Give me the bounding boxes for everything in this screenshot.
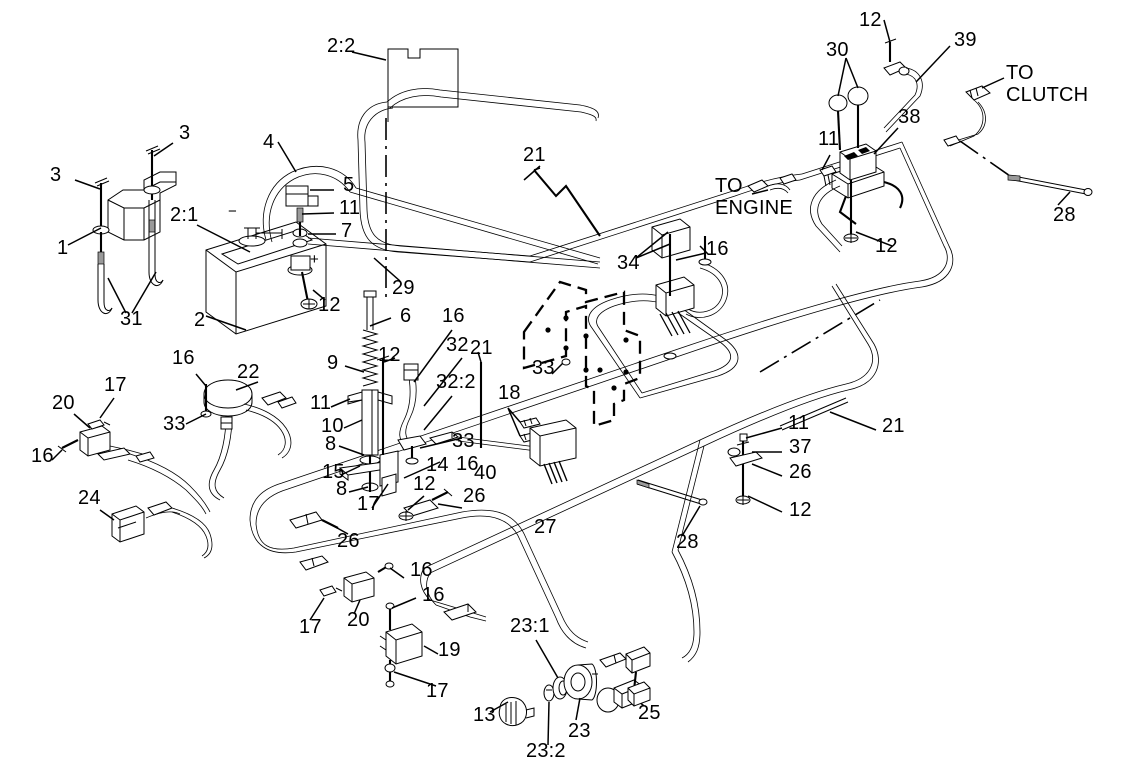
relay-20-lower bbox=[309, 562, 405, 621]
callout-2: 2 bbox=[194, 309, 206, 331]
callout-14: 14 bbox=[426, 454, 449, 476]
leader-21-center bbox=[533, 167, 601, 237]
callout-12-switch: 12 bbox=[875, 235, 898, 257]
callout-12-top: 12 bbox=[859, 9, 882, 31]
callout-28-upper: 28 bbox=[1053, 204, 1076, 226]
callout-29: 29 bbox=[392, 277, 415, 299]
callout-8-upper: 8 bbox=[325, 433, 337, 455]
tag-2-2 bbox=[351, 48, 459, 300]
callout-12-solenoid: 12 bbox=[378, 344, 401, 366]
callout-17-relay20: 17 bbox=[299, 616, 322, 638]
relays-34 bbox=[635, 218, 712, 360]
callout-16-relay20: 16 bbox=[410, 559, 433, 581]
callout-17-solenoid: 17 bbox=[357, 493, 380, 515]
callout-to-engine: TO ENGINE bbox=[715, 175, 793, 220]
callout-16-14: 16 bbox=[456, 453, 479, 475]
callout-7: 7 bbox=[341, 220, 353, 242]
right-clamp-group bbox=[727, 299, 881, 513]
callout-23: 23 bbox=[568, 720, 591, 742]
relay-20-left bbox=[51, 397, 211, 515]
callout-12-right: 12 bbox=[789, 499, 812, 521]
callout-32-2: 32:2 bbox=[436, 371, 476, 393]
callout-33-switch22: 33 bbox=[163, 413, 186, 435]
callout-19: 19 bbox=[438, 639, 461, 661]
battery-group: − + bbox=[196, 141, 601, 335]
callout-12-battery: 12 bbox=[318, 294, 341, 316]
harness-branch-32 bbox=[397, 329, 561, 465]
callout-21-right: 21 bbox=[882, 415, 905, 437]
switch-block-38 bbox=[810, 19, 951, 253]
callout-11-switch: 11 bbox=[818, 128, 840, 150]
callout-11-solenoid: 11 bbox=[310, 392, 332, 414]
callout-21-upper: 21 bbox=[523, 144, 546, 166]
connector-24 bbox=[99, 501, 213, 559]
callout-16-switch22: 16 bbox=[172, 347, 195, 369]
callout-23-2: 23:2 bbox=[526, 740, 566, 762]
callout-3-right: 3 bbox=[179, 122, 191, 144]
mounting-plate-dashed bbox=[522, 280, 642, 428]
switch-22-group bbox=[185, 373, 297, 501]
callout-13: 13 bbox=[473, 704, 496, 726]
callout-12-clamp: 12 bbox=[413, 473, 436, 495]
callout-27: 27 bbox=[534, 516, 557, 538]
callout-26-center: 26 bbox=[463, 485, 486, 507]
callout-to-clutch: TO CLUTCH bbox=[1006, 62, 1089, 107]
callout-2-1: 2:1 bbox=[170, 204, 199, 226]
callout-26-left: 26 bbox=[337, 530, 360, 552]
callout-22: 22 bbox=[237, 361, 260, 383]
callout-37: 37 bbox=[789, 436, 812, 458]
callout-28-lower: 28 bbox=[676, 531, 699, 553]
switch-parts-bottom bbox=[489, 639, 651, 746]
callout-40: 40 bbox=[474, 462, 497, 484]
battery-holddown-group bbox=[67, 142, 177, 315]
callout-9: 9 bbox=[327, 352, 339, 374]
svg-text:−: − bbox=[228, 203, 237, 220]
callout-26-right: 26 bbox=[789, 461, 812, 483]
svg-text:+: + bbox=[310, 251, 319, 268]
callout-25: 25 bbox=[638, 702, 661, 724]
callout-18: 18 bbox=[498, 382, 521, 404]
callout-6: 6 bbox=[400, 305, 412, 327]
callout-5: 5 bbox=[343, 174, 355, 196]
callout-23-1: 23:1 bbox=[510, 615, 550, 637]
callout-24: 24 bbox=[78, 487, 101, 509]
callout-21-mid: 21 bbox=[470, 337, 493, 359]
clamp-26-center bbox=[398, 488, 463, 521]
callout-31: 31 bbox=[120, 308, 143, 330]
connector-19 bbox=[379, 597, 477, 688]
callout-10: 10 bbox=[321, 415, 344, 437]
lower-rod-28 bbox=[636, 479, 708, 537]
callout-8-lower: 8 bbox=[336, 478, 348, 500]
to-clutch-group bbox=[943, 77, 1093, 206]
misc-leaders bbox=[523, 165, 541, 181]
callout-39: 39 bbox=[954, 29, 977, 51]
callout-32: 32 bbox=[446, 334, 469, 356]
callout-20-lower: 20 bbox=[347, 609, 370, 631]
callout-16-relay: 16 bbox=[706, 238, 729, 260]
callout-1: 1 bbox=[57, 237, 69, 259]
callout-15: 15 bbox=[322, 461, 345, 483]
clamp-26-left bbox=[289, 511, 349, 571]
callout-33-plate: 33 bbox=[532, 357, 555, 379]
callout-33-branch: 33 bbox=[452, 430, 475, 452]
main-harness-loops bbox=[249, 88, 954, 663]
callout-4: 4 bbox=[263, 131, 275, 153]
callout-30: 30 bbox=[826, 39, 849, 61]
relay-block-center bbox=[529, 419, 577, 485]
callout-16-left: 16 bbox=[31, 445, 54, 467]
callout-17-left: 17 bbox=[104, 374, 127, 396]
callout-11-battery: 11 bbox=[339, 197, 361, 219]
callout-3-left: 3 bbox=[50, 164, 62, 186]
to-engine-connector bbox=[747, 173, 797, 195]
callout-16-connector19: 16 bbox=[422, 584, 445, 606]
callout-38: 38 bbox=[898, 106, 921, 128]
callout-2-2: 2:2 bbox=[327, 35, 356, 57]
callout-17-connector19: 17 bbox=[426, 680, 449, 702]
callout-34: 34 bbox=[617, 252, 640, 274]
solenoid-assembly bbox=[330, 290, 441, 509]
callout-16-upper-mid: 16 bbox=[442, 305, 465, 327]
callout-11-right: 11 bbox=[788, 412, 810, 434]
callout-20-left: 20 bbox=[52, 392, 75, 414]
